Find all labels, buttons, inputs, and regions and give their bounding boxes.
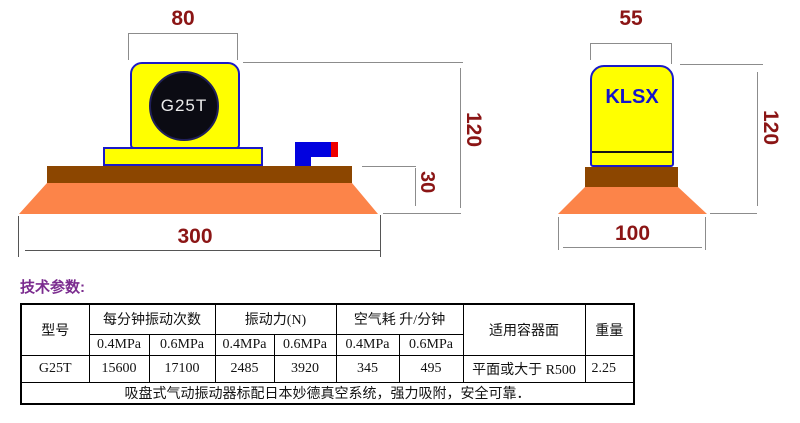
- spec-note-row: 吸盘式气动振动器标配日本妙德真空系统，强力吸附，安全可靠．: [20, 381, 635, 404]
- front-dim-base-label: 300: [177, 225, 213, 248]
- cell-freq-04: 15600: [88, 354, 150, 383]
- front-dim-base-tick-right: [380, 215, 381, 257]
- front-model-label: G25T: [160, 96, 208, 115]
- col-header-air-consumption: 空气耗 升/分钟: [335, 303, 464, 335]
- col-header-weight: 重量: [584, 303, 635, 356]
- sub-header-air-04: 0.4MPa: [335, 333, 400, 356]
- front-ext-line-top: [243, 62, 463, 63]
- side-dim-height-line: [757, 72, 758, 206]
- sub-header-freq-04: 0.4MPa: [88, 333, 150, 356]
- cell-weight: 2.25: [584, 354, 635, 383]
- side-dim-height-label: 120: [759, 110, 782, 146]
- side-dim-base-line: [563, 247, 702, 248]
- cell-freq-06: 17100: [148, 354, 216, 383]
- spec-note-text: 吸盘式气动振动器标配日本妙德真空系统，强力吸附，安全可靠．: [20, 381, 635, 404]
- sub-header-freq-06: 0.6MPa: [148, 333, 216, 356]
- side-body-seam-line: [592, 151, 672, 153]
- front-ext-line-bottom: [383, 213, 461, 214]
- side-vibrator-body: [590, 65, 674, 167]
- side-ext-line-top: [680, 64, 763, 65]
- air-fitting-cap: [331, 142, 338, 157]
- cell-model: G25T: [20, 354, 90, 383]
- front-dim-height-line: [460, 68, 461, 208]
- front-dim-top-tick-right: [237, 33, 238, 60]
- side-dim-top-line: [590, 43, 672, 44]
- spec-table: 型号 每分钟振动次数 振动力(N) 空气耗 升/分钟 适用容器面 重量 0.4M…: [20, 303, 636, 405]
- side-dim-top-tick-right: [671, 43, 672, 64]
- side-base-plate: [585, 167, 678, 187]
- front-dim-base-line: [25, 250, 380, 251]
- spec-header-row-groups: 型号 每分钟振动次数 振动力(N) 空气耗 升/分钟 适用容器面 重量: [20, 303, 635, 356]
- air-fitting-vertical: [295, 153, 311, 166]
- spec-data-row: G25T 15600 17100 2485 3920 345 495 平面或大于…: [20, 354, 635, 383]
- front-model-badge: G25T: [149, 71, 219, 141]
- sub-header-force-06: 0.6MPa: [273, 333, 337, 356]
- side-dim-top-width-label: 55: [619, 7, 643, 30]
- col-header-surface: 适用容器面: [462, 303, 586, 356]
- side-dim-top-tick-left: [590, 43, 591, 60]
- side-dim-base-tick-right: [705, 217, 706, 250]
- cell-air-04: 345: [335, 354, 400, 383]
- cell-air-06: 495: [398, 354, 464, 383]
- col-header-frequency: 每分钟振动次数: [88, 303, 216, 335]
- col-header-force: 振动力(N): [214, 303, 337, 335]
- front-dim-base-tick-left: [18, 216, 19, 257]
- col-header-model: 型号: [20, 303, 90, 356]
- front-dim-pad-line: [415, 168, 416, 206]
- front-mount-plate: [103, 147, 263, 166]
- front-ext-line-pad-top: [362, 166, 416, 167]
- cell-force-04: 2485: [214, 354, 275, 383]
- front-dim-pad-label: 30: [416, 171, 438, 194]
- side-ext-line-bottom: [710, 213, 757, 214]
- spec-table-title: 技术参数:: [20, 279, 85, 296]
- side-dim-base-label: 100: [614, 222, 651, 245]
- front-dim-height-label: 120: [462, 112, 485, 148]
- spec-header-row-pressure: 0.4MPa 0.6MPa 0.4MPa 0.6MPa 0.4MPa 0.6MP…: [21, 333, 634, 356]
- front-dim-top-width-label: 80: [171, 7, 195, 30]
- cell-force-06: 3920: [273, 354, 337, 383]
- sub-header-force-04: 0.4MPa: [214, 333, 275, 356]
- front-base-plate: [47, 166, 352, 183]
- sub-header-air-06: 0.6MPa: [398, 333, 464, 356]
- cell-surface: 平面或大于 R500: [462, 354, 586, 383]
- front-dim-top-line: [128, 33, 238, 34]
- side-model-label: KLSX: [605, 86, 659, 108]
- side-suction-cup: [558, 187, 707, 214]
- front-dim-top-tick-left: [128, 33, 129, 60]
- side-dim-base-tick-left: [558, 217, 559, 250]
- front-suction-cup: [19, 183, 378, 214]
